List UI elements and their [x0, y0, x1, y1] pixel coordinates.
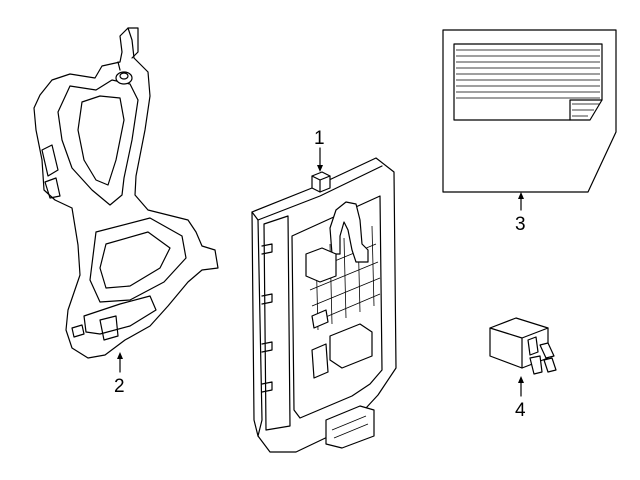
callout-2: 2	[114, 376, 125, 397]
relay-part	[489, 317, 557, 375]
callout-4: 4	[515, 400, 526, 421]
label-part	[442, 29, 617, 193]
fuse-box-part	[251, 157, 397, 453]
callout-1: 1	[314, 128, 325, 149]
bracket-cover-part	[33, 27, 219, 359]
callout-3: 3	[515, 214, 526, 235]
